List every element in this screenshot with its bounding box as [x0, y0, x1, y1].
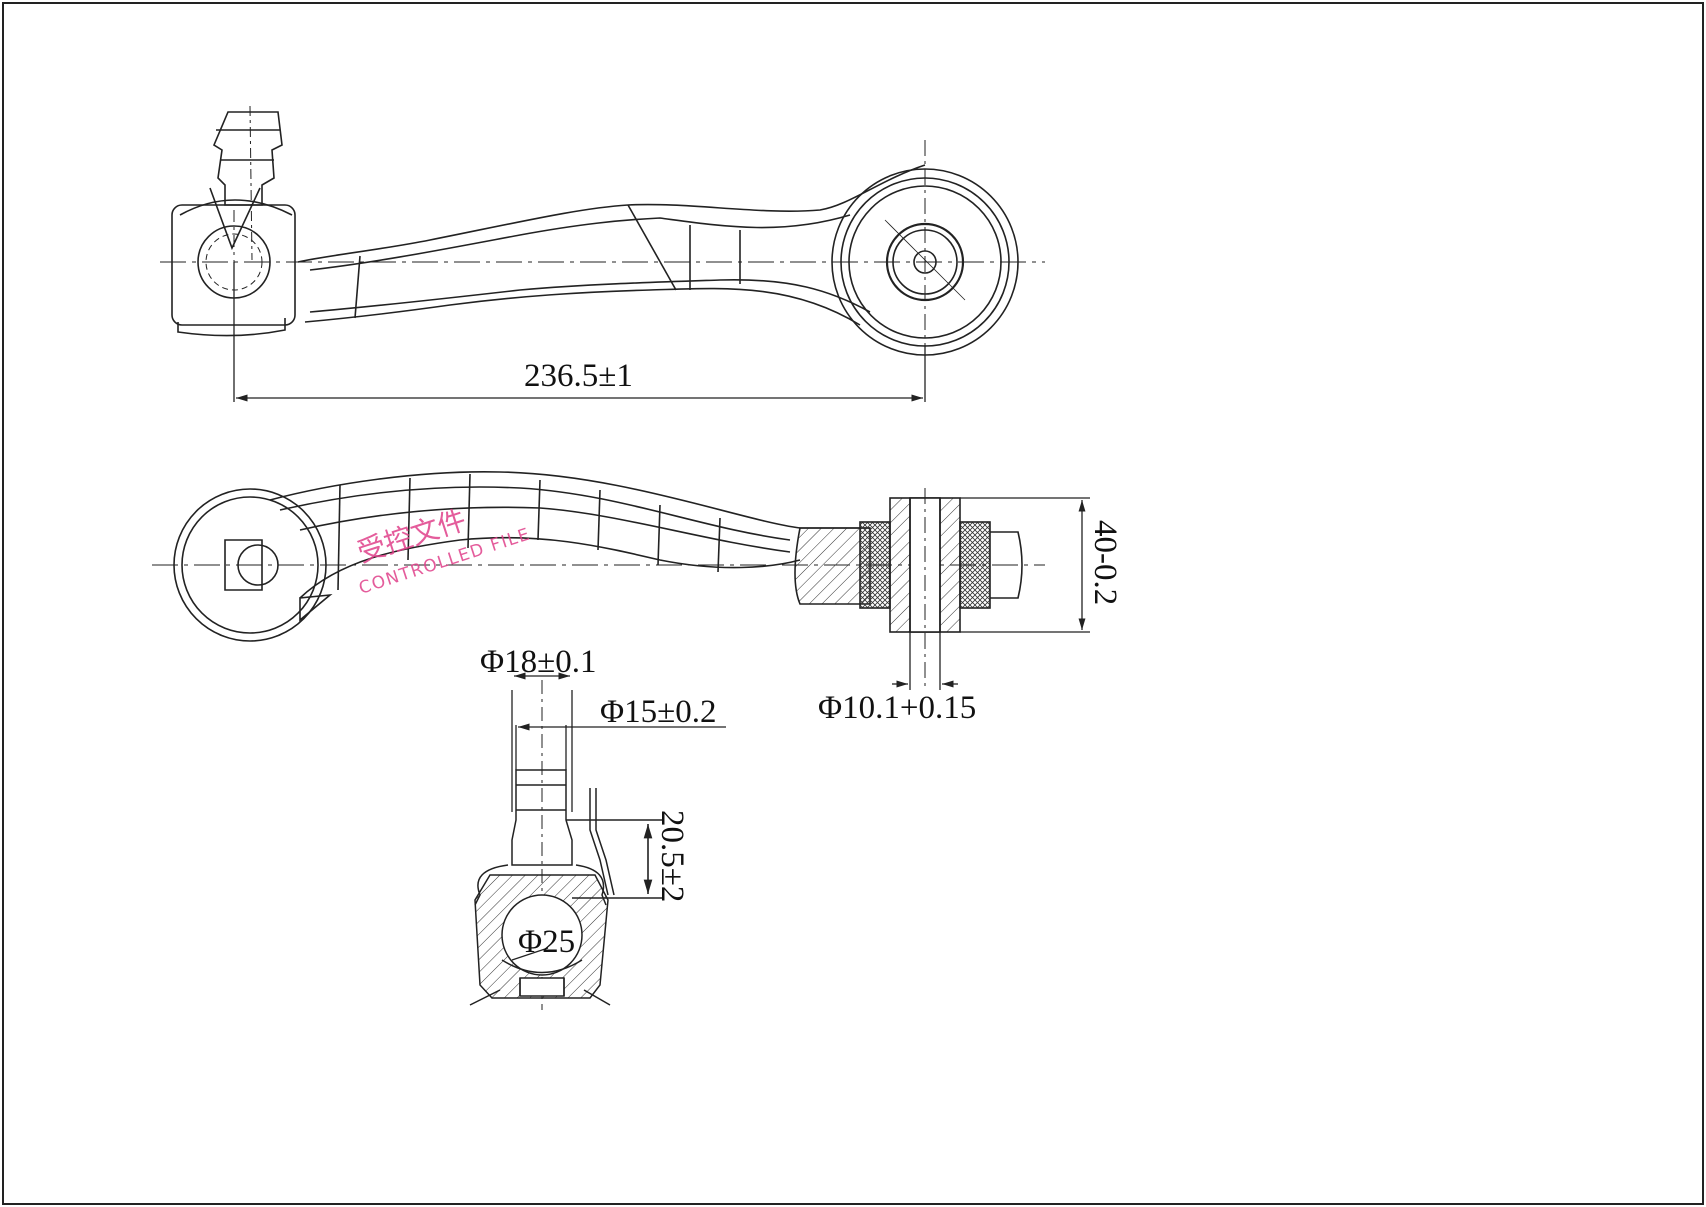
dim-stud-diameter: Φ18±0.1: [480, 644, 596, 680]
dimension-bushing-width: [960, 497, 1090, 633]
dimension-bushing-bore: [892, 632, 958, 690]
dimension-center-distance: [233, 262, 926, 402]
arm-end-section: [794, 527, 871, 605]
side-ball-housing: [173, 488, 327, 642]
controlled-file-stamp: 受控文件 CONTROLLED FILE: [353, 503, 533, 599]
side-view-control-arm: [152, 471, 1045, 690]
dim-bushing-bore: Φ10.1+0.15: [818, 690, 976, 726]
ball-stud: [212, 111, 283, 206]
top-view-control-arm: [160, 105, 1045, 380]
rubber-bushing-left: [859, 521, 891, 609]
section-ball: [501, 894, 583, 976]
dim-stud-neck-diameter: Φ15±0.2: [600, 694, 716, 730]
ball-joint-section: [469, 680, 615, 1010]
section-stud: [511, 769, 573, 866]
dim-stud-height: 20.5±2: [654, 810, 690, 902]
dimension-stud-diameters: [511, 672, 726, 812]
dim-ball-diameter: Φ25: [518, 924, 575, 960]
dim-bushing-width: 40-0.2: [1087, 520, 1123, 605]
dim-center-distance: 236.5±1: [524, 358, 633, 394]
rubber-bushing-right: [959, 521, 991, 609]
dimension-stud-height: [566, 819, 662, 899]
